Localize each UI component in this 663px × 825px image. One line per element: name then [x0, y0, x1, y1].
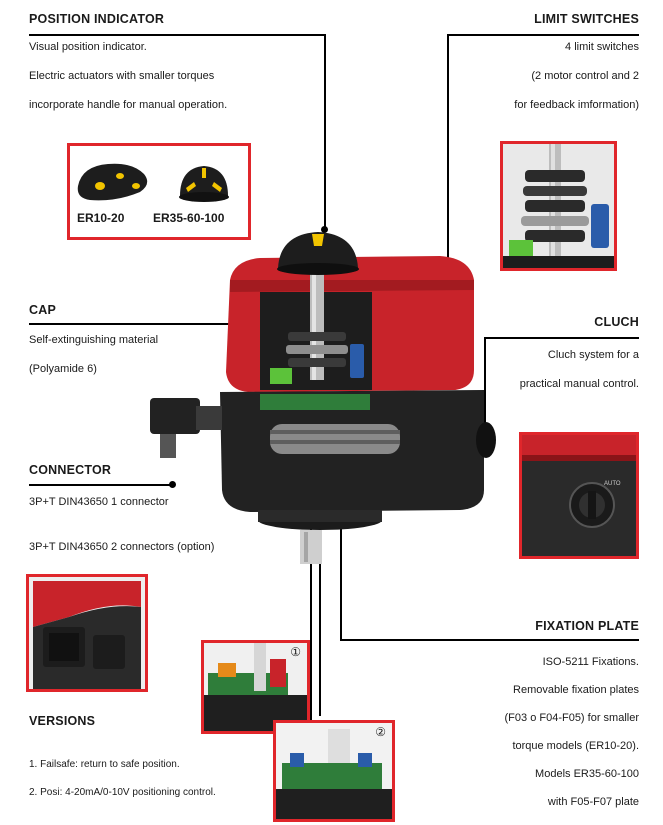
fixation-plate-leader-h	[340, 639, 639, 641]
indicator-models-inset: ER10-20 ER35-60-100	[67, 143, 251, 240]
cluch-line-1: Cluch system for a	[547, 349, 639, 361]
cluch-knob-icon	[522, 435, 636, 556]
versions-title: VERSIONS	[29, 714, 96, 728]
indicator-er10-20-icon	[77, 163, 148, 201]
connector-leader-dot	[169, 481, 176, 488]
connector-icon	[150, 398, 200, 434]
position-indicator-leader-h	[29, 34, 326, 36]
connector-title: CONNECTOR	[29, 463, 112, 477]
limit-switch-stack-icon	[503, 144, 614, 268]
limit-switches-line-3: for feedback imformation)	[514, 99, 639, 111]
version-posi-photo: ②	[273, 720, 395, 822]
limit-switches-leader-v	[447, 34, 449, 360]
connector-plug-icon	[29, 577, 145, 689]
limit-switches-line-2: (2 motor control and 2	[531, 70, 639, 82]
indicator-models-image	[77, 163, 229, 202]
limit-switches-title: LIMIT SWITCHES	[534, 12, 639, 26]
cap-line-2: (Polyamide 6)	[29, 363, 97, 375]
failsafe-board-icon	[204, 643, 307, 731]
version-badge-1: ①	[290, 645, 301, 659]
fixation-plate-line-5: Models ER35-60-100	[535, 768, 639, 780]
cap-title: CAP	[29, 303, 56, 317]
limit-switches-line-1: 4 limit switches	[565, 41, 639, 53]
position-indicator-title: POSITION INDICATOR	[29, 12, 165, 26]
fixation-plate-line-1: ISO-5211 Fixations.	[542, 656, 639, 668]
position-indicator-line-1: Visual position indicator.	[29, 41, 147, 53]
position-indicator-line-2: Electric actuators with smaller torques	[29, 70, 215, 82]
fixation-plate-line-3: (F03 o F04-F05) for smaller	[504, 712, 639, 724]
cluch-knob-label: AUTO	[604, 481, 621, 487]
model-label-er35-60-100: ER35-60-100	[153, 211, 225, 225]
version-badge-2: ②	[375, 725, 386, 739]
cluch-leader-v	[484, 337, 486, 441]
posi-board-icon	[276, 723, 392, 819]
gear-icon	[270, 424, 400, 454]
cluch-photo: AUTO	[519, 432, 639, 559]
fixation-plate-line-4: torque models (ER10-20).	[512, 740, 639, 752]
actuator-illustration	[150, 232, 496, 564]
cluch-line-2: practical manual control.	[519, 378, 639, 390]
indicator-er35-60-100-icon	[179, 166, 229, 202]
cap-leader	[29, 323, 245, 325]
fixation-plate-title: FIXATION PLATE	[535, 619, 639, 633]
position-indicator-line-3: incorporate handle for manual operation.	[29, 99, 228, 111]
cluch-leader-h	[484, 337, 639, 339]
versions-leader-v2	[319, 424, 321, 716]
fixation-plate-line-2: Removable fixation plates	[513, 684, 639, 696]
versions-line-1: 1. Failsafe: return to safe position.	[29, 759, 180, 770]
limit-switches-leader-h	[447, 34, 639, 36]
cluch-title: CLUCH	[594, 315, 639, 329]
versions-leader-v1	[310, 424, 312, 744]
position-indicator-leader-v	[324, 34, 326, 230]
version-failsafe-photo: ①	[201, 640, 310, 734]
indicator-knob-icon	[278, 232, 358, 268]
fixation-plate-line-6: with F05-F07 plate	[547, 796, 639, 808]
fixation-plate-leader-v	[340, 498, 342, 640]
position-indicator-leader-dot	[321, 226, 328, 233]
versions-line-2: 2. Posi: 4-20mA/0-10V positioning contro…	[29, 787, 216, 798]
connector-line-2: 3P+T DIN43650 2 connectors (option)	[29, 541, 215, 553]
connector-photo	[26, 574, 148, 692]
connector-leader	[29, 484, 172, 486]
cap-line-1: Self-extinguishing material	[29, 334, 159, 346]
model-label-er10-20: ER10-20	[77, 211, 125, 225]
limit-switches-photo	[500, 141, 617, 271]
connector-line-1: 3P+T DIN43650 1 connector	[29, 496, 169, 508]
